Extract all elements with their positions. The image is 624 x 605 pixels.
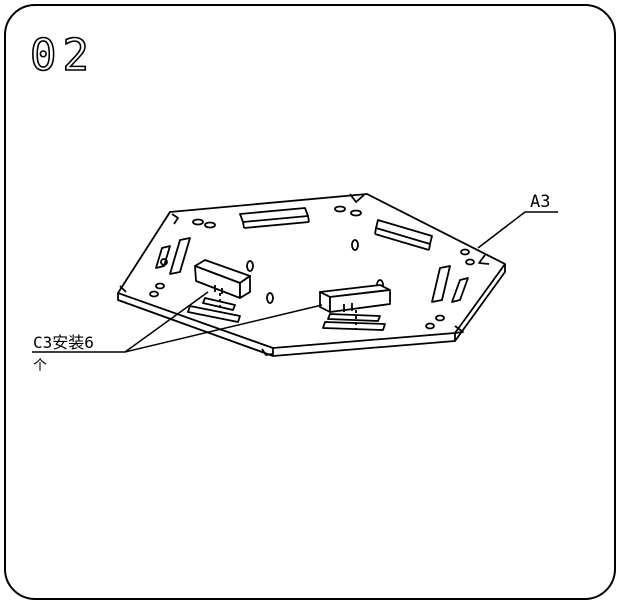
plate-notch xyxy=(454,325,464,334)
hole xyxy=(351,239,359,251)
part-label-c3: C3安装6 xyxy=(33,333,94,352)
plate-notch xyxy=(119,285,127,293)
plate-label-a3: A3 xyxy=(530,192,550,212)
plate-notch xyxy=(349,193,365,203)
plate-notch xyxy=(478,254,490,265)
part-label-c3-continued: 个 xyxy=(33,358,47,374)
hole xyxy=(425,322,435,330)
c3-leader-line-right xyxy=(124,304,323,353)
hole xyxy=(155,282,165,290)
slot-group-far-right xyxy=(431,265,469,303)
hole xyxy=(149,290,159,298)
part-c3-left xyxy=(194,259,251,312)
slot-group-left xyxy=(155,237,191,275)
slot-group-right xyxy=(374,219,433,251)
hole xyxy=(465,258,475,266)
plate-notch xyxy=(261,348,273,356)
plate-notch xyxy=(171,213,179,225)
a3-leader-line xyxy=(477,211,558,249)
hole xyxy=(460,248,470,256)
step-number: 02 xyxy=(30,30,95,81)
leader-lines xyxy=(32,211,558,353)
step-frame xyxy=(4,4,616,600)
slot-group-top xyxy=(239,207,310,229)
hole xyxy=(350,209,362,217)
slot-group-front-left xyxy=(187,297,241,323)
plate-right-edge xyxy=(454,264,506,342)
hole xyxy=(266,292,274,304)
hole xyxy=(435,314,445,322)
slot-group-front-right xyxy=(322,313,386,331)
part-c3-right xyxy=(319,284,391,330)
hexagon-plate-a3 xyxy=(117,193,506,357)
hole xyxy=(334,205,346,213)
hole xyxy=(204,221,216,229)
c3-leader-line-left xyxy=(124,291,209,353)
hole xyxy=(160,258,168,266)
hole xyxy=(246,260,254,272)
hole xyxy=(192,218,204,226)
